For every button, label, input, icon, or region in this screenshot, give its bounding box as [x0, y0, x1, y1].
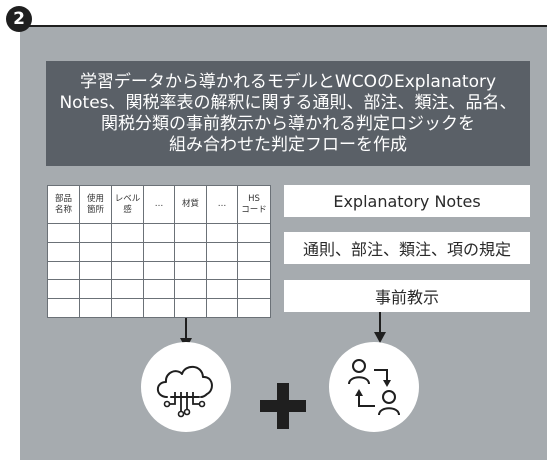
cloud-computing-icon	[156, 365, 213, 418]
step-number-badge: 2	[6, 6, 32, 32]
headline-line-3: 関税分類の事前教示から導かれる判定ロジックを	[101, 113, 475, 134]
table-header-level: レベル感	[111, 185, 144, 224]
headline-line-2: Notes、関税率表の解釈に関する通則、部注、類注、品名、	[59, 92, 517, 113]
headline-line-4: 組み合わせた判定フローを作成	[169, 134, 407, 155]
logic-circle	[329, 342, 419, 432]
table-row	[47, 298, 271, 318]
table-header-ellipsis: …	[206, 185, 238, 224]
classification-rules-box: 通則、部注、類注、項の規定	[284, 232, 530, 264]
table-row	[47, 223, 271, 243]
table-row	[47, 241, 271, 262]
table-row	[47, 279, 271, 300]
advance-ruling-box: 事前教示	[284, 280, 530, 312]
table-header-material: 材質	[174, 185, 207, 224]
ruling-down-arrow-icon	[374, 312, 386, 343]
table-header-ellipsis: …	[143, 185, 175, 224]
model-circle	[141, 342, 231, 432]
panel-top-border	[20, 25, 547, 27]
table-header-part-name: 部品名称	[47, 185, 80, 224]
user-exchange-icon	[348, 359, 400, 416]
headline-line-1: 学習データから導かれるモデルとWCOのExplanatory	[79, 71, 497, 92]
headline-box: 学習データから導かれるモデルとWCOのExplanatory Notes、関税率…	[46, 61, 530, 166]
explanatory-notes-box: Explanatory Notes	[284, 185, 530, 217]
plus-icon	[260, 383, 306, 429]
table-row	[47, 260, 271, 281]
table-header-usage-location: 使用箇所	[79, 185, 112, 224]
